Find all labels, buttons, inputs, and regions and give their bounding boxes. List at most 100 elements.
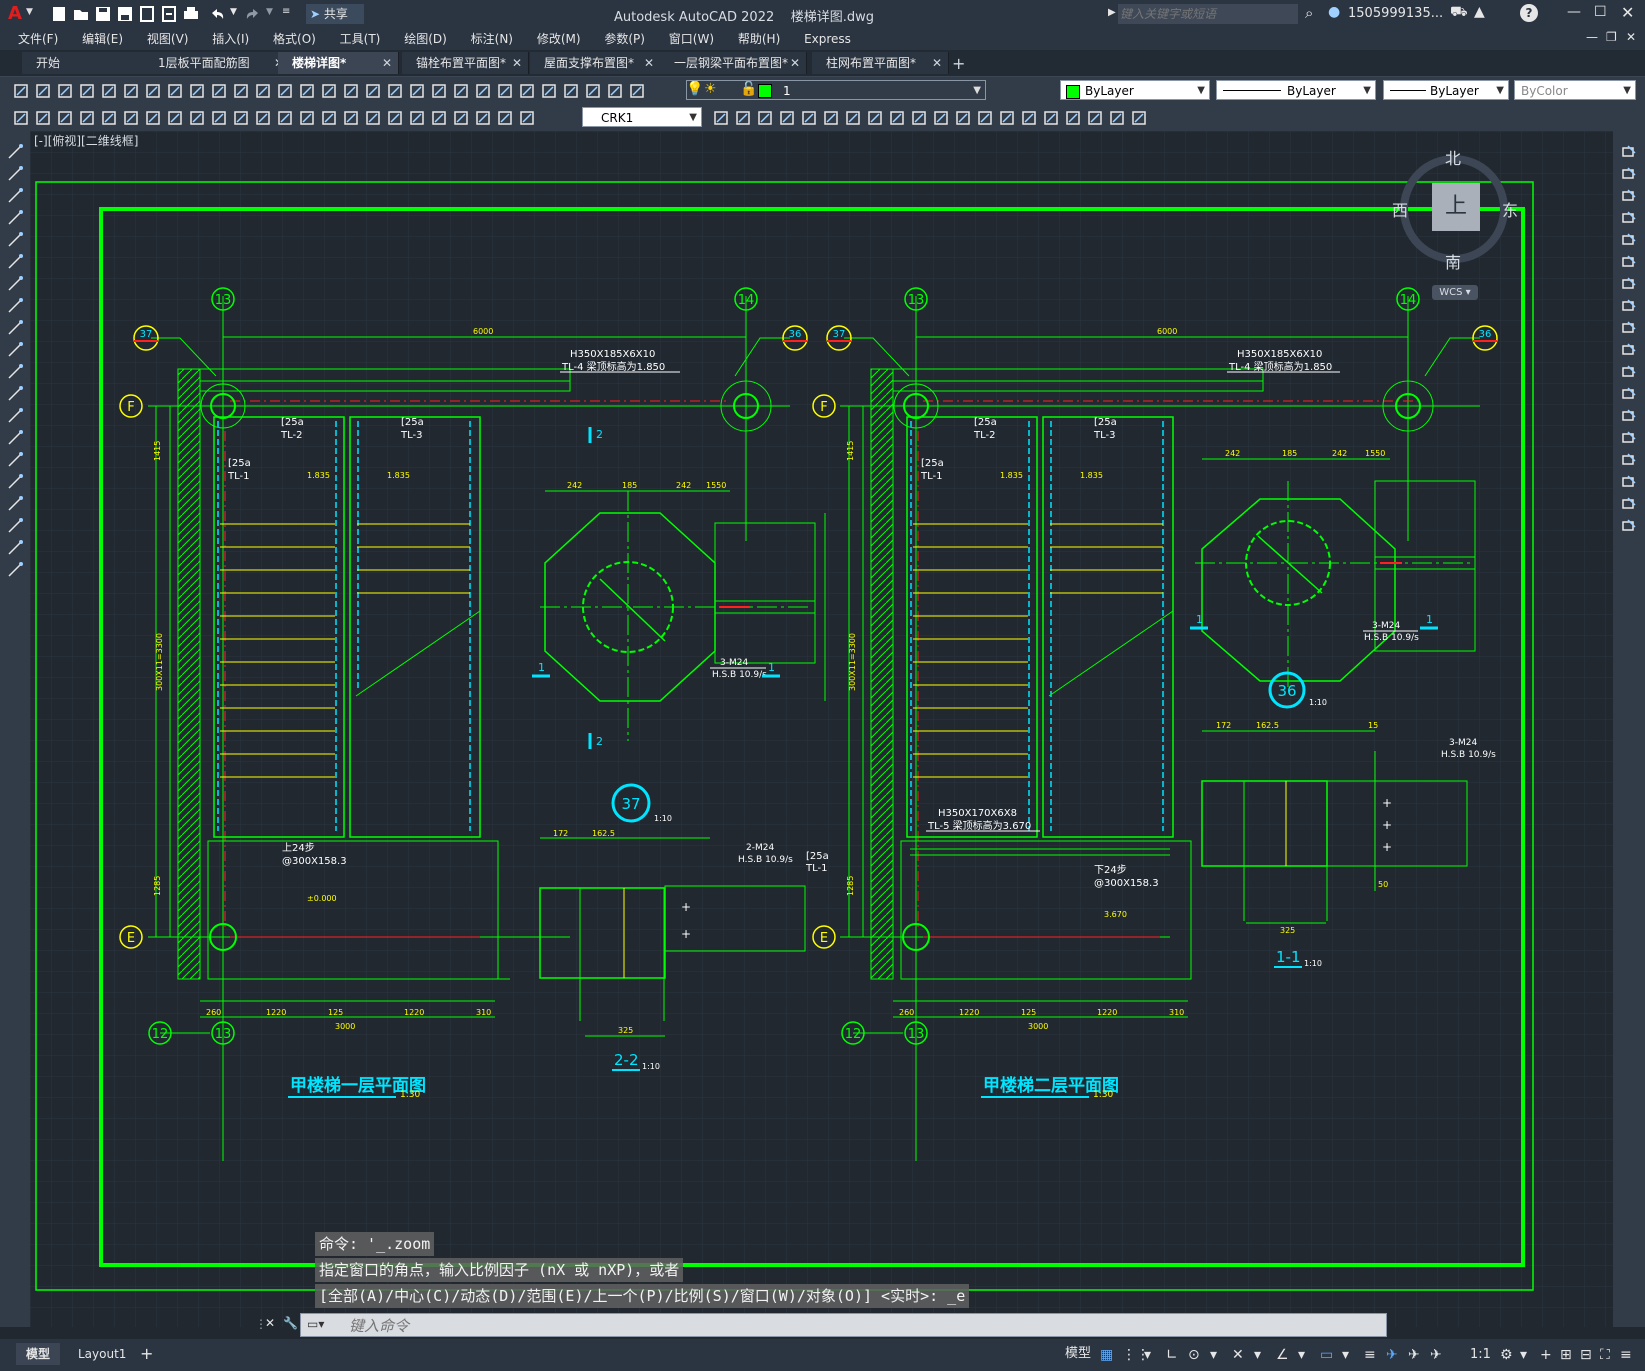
menu-dimension[interactable]: 标注(N) bbox=[470, 32, 513, 46]
modify-tool-icon[interactable] bbox=[1620, 297, 1638, 315]
wcs-menu[interactable]: WCS ▾ bbox=[1432, 285, 1478, 300]
viewcube-face[interactable]: 上 bbox=[1432, 183, 1480, 231]
open-web-icon[interactable] bbox=[138, 5, 156, 23]
draw-tool-icon[interactable] bbox=[6, 253, 24, 271]
status-tray-icon[interactable]: ⊞ bbox=[1560, 1347, 1572, 1363]
save-web-icon[interactable] bbox=[160, 5, 178, 23]
drawing-canvas[interactable]: 13 14 F E 12 13 37 36 6000 H350X185X6X10… bbox=[30, 131, 1613, 1327]
status-toggle-icon[interactable]: ▾ bbox=[1298, 1347, 1306, 1363]
menu-insert[interactable]: 插入(I) bbox=[212, 32, 250, 46]
draw-tool-icon[interactable] bbox=[6, 209, 24, 227]
undo-dropdown-icon[interactable]: ▼ bbox=[230, 7, 237, 17]
dim-tool-icon[interactable] bbox=[320, 109, 338, 127]
menu-tools[interactable]: 工具(T) bbox=[339, 32, 381, 46]
add-layout-button[interactable]: + bbox=[140, 1344, 154, 1363]
modify-bar-tool-icon[interactable] bbox=[800, 109, 818, 127]
minimize-icon[interactable]: — bbox=[1567, 4, 1581, 20]
app-menu-arrow-icon[interactable]: ▼ bbox=[26, 7, 33, 17]
status-toggle-icon[interactable]: ▾ bbox=[1342, 1347, 1350, 1363]
menu-help[interactable]: 帮助(H) bbox=[737, 32, 781, 46]
dim-tool-icon[interactable] bbox=[496, 109, 514, 127]
standard-tool-icon[interactable] bbox=[320, 82, 338, 100]
status-toggle-icon[interactable]: ∠ bbox=[1276, 1347, 1289, 1363]
open-file-icon[interactable] bbox=[72, 5, 90, 23]
dim-tool-icon[interactable] bbox=[276, 109, 294, 127]
modify-tool-icon[interactable] bbox=[1620, 363, 1638, 381]
modify-tool-icon[interactable] bbox=[1620, 429, 1638, 447]
status-tray-icon[interactable]: ⛶ bbox=[1600, 1347, 1610, 1363]
doc-minimize-icon[interactable]: — bbox=[1586, 30, 1598, 44]
recent-commands-icon[interactable]: ▭▾ bbox=[307, 1317, 325, 1331]
standard-tool-icon[interactable] bbox=[298, 82, 316, 100]
dim-tool-icon[interactable] bbox=[408, 109, 426, 127]
modify-tool-icon[interactable] bbox=[1620, 143, 1638, 161]
dim-tool-icon[interactable] bbox=[12, 109, 30, 127]
draw-tool-icon[interactable] bbox=[6, 407, 24, 425]
standard-tool-icon[interactable] bbox=[232, 82, 250, 100]
modify-tool-icon[interactable] bbox=[1620, 231, 1638, 249]
status-toggle-icon[interactable]: ▾ bbox=[1210, 1347, 1218, 1363]
modify-tool-icon[interactable] bbox=[1620, 253, 1638, 271]
save-as-icon[interactable] bbox=[116, 5, 134, 23]
standard-tool-icon[interactable] bbox=[188, 82, 206, 100]
dim-tool-icon[interactable] bbox=[34, 109, 52, 127]
modify-tool-icon[interactable] bbox=[1620, 341, 1638, 359]
dim-tool-icon[interactable] bbox=[474, 109, 492, 127]
draw-tool-icon[interactable] bbox=[6, 561, 24, 579]
modify-bar-tool-icon[interactable] bbox=[756, 109, 774, 127]
tab-close-icon[interactable]: ✕ bbox=[789, 56, 800, 70]
draw-tool-icon[interactable] bbox=[6, 165, 24, 183]
status-toggle-icon[interactable]: ▾ bbox=[1144, 1347, 1152, 1363]
new-file-icon[interactable] bbox=[50, 5, 68, 23]
standard-tool-icon[interactable] bbox=[144, 82, 162, 100]
standard-tool-icon[interactable] bbox=[430, 82, 448, 100]
redo-icon[interactable] bbox=[244, 5, 262, 23]
menu-view[interactable]: 视图(V) bbox=[146, 32, 189, 46]
draw-tool-icon[interactable] bbox=[6, 341, 24, 359]
standard-tool-icon[interactable] bbox=[122, 82, 140, 100]
lineweight-dropdown[interactable]: ByLayer▼ bbox=[1383, 80, 1509, 100]
command-grip-icon[interactable]: ⋮ bbox=[255, 1317, 267, 1331]
viewcube-west[interactable]: 西 bbox=[1392, 201, 1409, 220]
user-icon[interactable]: ● bbox=[1328, 4, 1341, 20]
tab-steel-beam[interactable]: 一层钢梁平面布置图*✕ bbox=[660, 52, 807, 74]
dim-tool-icon[interactable] bbox=[166, 109, 184, 127]
status-toggle-icon[interactable]: ✈ bbox=[1430, 1347, 1442, 1363]
draw-tool-icon[interactable] bbox=[6, 473, 24, 491]
doc-close-icon[interactable]: ✕ bbox=[1626, 30, 1637, 44]
menu-file[interactable]: 文件(F) bbox=[18, 32, 59, 46]
viewcube-south[interactable]: 南 bbox=[1445, 253, 1462, 272]
redo-dropdown-icon[interactable]: ▼ bbox=[266, 7, 273, 17]
standard-tool-icon[interactable] bbox=[78, 82, 96, 100]
modify-bar-tool-icon[interactable] bbox=[1108, 109, 1126, 127]
tab-anchor-bolt[interactable]: 锚栓布置平面图*✕ bbox=[402, 52, 529, 74]
draw-tool-icon[interactable] bbox=[6, 495, 24, 513]
modify-bar-tool-icon[interactable] bbox=[712, 109, 730, 127]
close-icon[interactable]: ✕ bbox=[1621, 3, 1635, 22]
menu-modify[interactable]: 修改(M) bbox=[536, 32, 581, 46]
draw-tool-icon[interactable] bbox=[6, 429, 24, 447]
search-box[interactable] bbox=[1118, 4, 1298, 24]
status-tray-icon[interactable]: ▾ bbox=[1520, 1347, 1528, 1363]
linetype-dropdown[interactable]: ByLayer▼ bbox=[1216, 80, 1376, 100]
dim-tool-icon[interactable] bbox=[518, 109, 536, 127]
tab-stair-detail[interactable]: 楼梯详图*✕ bbox=[278, 52, 399, 74]
drawing-svg[interactable]: 13 14 F E 12 13 37 36 6000 H350X185X6X10… bbox=[30, 131, 1613, 1327]
menu-draw[interactable]: 绘图(D) bbox=[404, 32, 447, 46]
dim-tool-icon[interactable] bbox=[430, 109, 448, 127]
layer-freeze-icon[interactable]: ☀ bbox=[704, 81, 717, 97]
status-toggle-icon[interactable]: ⊙ bbox=[1188, 1347, 1200, 1363]
layer-lock-icon[interactable]: 🔓 bbox=[740, 81, 758, 97]
tab-start[interactable]: 开始 bbox=[22, 52, 149, 74]
status-toggle-icon[interactable]: ▭ bbox=[1320, 1347, 1334, 1363]
dimstyle-dropdown[interactable]: CRK1▼ bbox=[582, 107, 702, 127]
draw-tool-icon[interactable] bbox=[6, 451, 24, 469]
status-tray-icon[interactable]: + bbox=[1540, 1347, 1552, 1363]
dim-tool-icon[interactable] bbox=[386, 109, 404, 127]
dim-tool-icon[interactable] bbox=[210, 109, 228, 127]
layout-tab-layout1[interactable]: Layout1 bbox=[78, 1347, 127, 1361]
modify-tool-icon[interactable] bbox=[1620, 473, 1638, 491]
modify-tool-icon[interactable] bbox=[1620, 319, 1638, 337]
modify-bar-tool-icon[interactable] bbox=[998, 109, 1016, 127]
standard-tool-icon[interactable] bbox=[100, 82, 118, 100]
